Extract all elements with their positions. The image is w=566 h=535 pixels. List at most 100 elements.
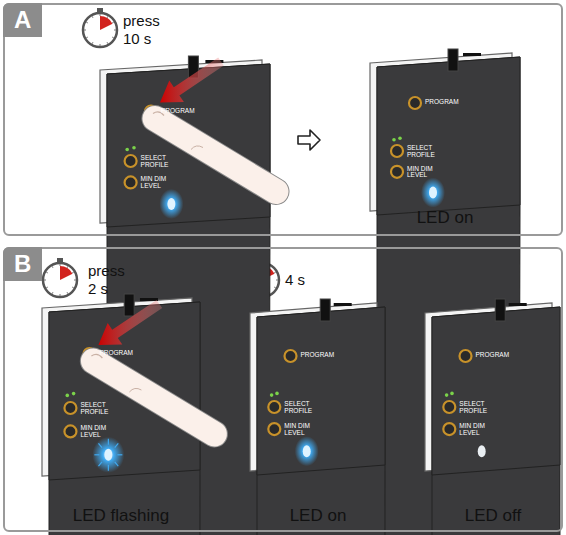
tick (74, 280, 76, 281)
push-button (460, 350, 472, 362)
stopwatch (43, 263, 77, 297)
tick (52, 292, 53, 294)
led (104, 449, 112, 461)
finger (155, 119, 276, 192)
push-button (268, 423, 280, 435)
push-button (125, 176, 137, 188)
push-button (64, 402, 76, 414)
device-clip (320, 299, 330, 321)
device-plate (257, 307, 385, 535)
tick (274, 272, 276, 273)
tick (92, 42, 93, 44)
state-caption: LED on (290, 506, 347, 526)
device-plate (432, 307, 560, 475)
flash-ray (115, 443, 119, 447)
push-button (443, 401, 455, 413)
indicator-dot (125, 148, 129, 152)
led-glow (421, 178, 445, 208)
led-glow (92, 437, 124, 473)
indicator-dot (450, 392, 454, 396)
finger (93, 361, 214, 434)
knuckle (191, 146, 203, 150)
indicator-dot (72, 392, 76, 396)
push-button (268, 401, 280, 413)
tick (112, 37, 114, 38)
step-panel: B (3, 247, 563, 532)
indicator-dot (65, 394, 69, 398)
stopwatch (83, 13, 117, 47)
program-label: PROGRAM (99, 350, 159, 357)
tick (72, 287, 74, 288)
indicator-dot (398, 136, 402, 140)
led-off (478, 445, 486, 457)
tick (67, 266, 68, 268)
dim-label: MIN DIM LEVEL (141, 176, 175, 189)
program-label: PROGRAM (161, 108, 221, 115)
tick (112, 22, 114, 23)
dim-label: MIN DIM LEVEL (80, 425, 114, 438)
program-label: PROGRAM (425, 99, 485, 106)
finger-outline (155, 119, 276, 192)
stopwatch-sector (60, 266, 72, 280)
indicator-dot (445, 393, 449, 397)
led-glow (159, 189, 183, 219)
flash-ray (108, 439, 109, 445)
select-label: SELECT PROFILE (407, 145, 441, 158)
tick (60, 264, 61, 266)
select-label: SELECT PROFILE (459, 401, 493, 414)
program-label: PROGRAM (476, 352, 536, 359)
push-button (64, 425, 76, 437)
device-clip (448, 49, 458, 71)
push-button (391, 166, 403, 178)
select-label: SELECT PROFILE (80, 402, 114, 415)
finger-outline (93, 361, 214, 434)
press-arrow (98, 300, 162, 345)
led-glow (295, 436, 319, 466)
tick (52, 266, 53, 268)
device-clip (140, 298, 158, 301)
device-plate (257, 307, 385, 475)
tick (46, 287, 48, 288)
dim-label: MIN DIM LEVEL (459, 423, 493, 436)
tick (274, 287, 276, 288)
flash-ray (117, 454, 122, 455)
led (303, 445, 311, 457)
tick (114, 30, 116, 31)
push-button (443, 423, 455, 435)
state-caption: LED on (417, 208, 474, 228)
device-clip (509, 303, 527, 306)
tick (60, 294, 61, 296)
duration: 4 s (285, 271, 305, 288)
push-button (285, 350, 297, 362)
device-clip (124, 294, 134, 316)
step-arrow (298, 130, 320, 150)
device-clip (495, 299, 505, 321)
flash-ray (98, 443, 102, 447)
stopwatch-sector (100, 16, 112, 30)
duration: 10 s (123, 30, 151, 47)
flash-ray (108, 465, 109, 471)
press-arrow (160, 57, 224, 102)
tick (276, 280, 278, 281)
indicator-dot (392, 138, 396, 142)
tick (107, 16, 108, 18)
step-letter: A (3, 3, 42, 37)
tick (100, 44, 101, 46)
step-letter: B (3, 247, 42, 281)
instruction: press (88, 262, 125, 279)
push-button (409, 97, 421, 109)
select-label: SELECT PROFILE (141, 155, 175, 168)
led (429, 187, 437, 199)
tick (86, 37, 88, 38)
led (167, 198, 175, 210)
push-button (125, 155, 137, 167)
tick (46, 272, 48, 273)
knuckle (129, 388, 141, 392)
device-clip (334, 303, 352, 306)
flash-ray (115, 462, 119, 466)
step-panel: A (3, 3, 563, 236)
indicator-dot (275, 392, 279, 396)
state-caption: LED off (465, 506, 521, 526)
instruction: press (123, 12, 160, 29)
